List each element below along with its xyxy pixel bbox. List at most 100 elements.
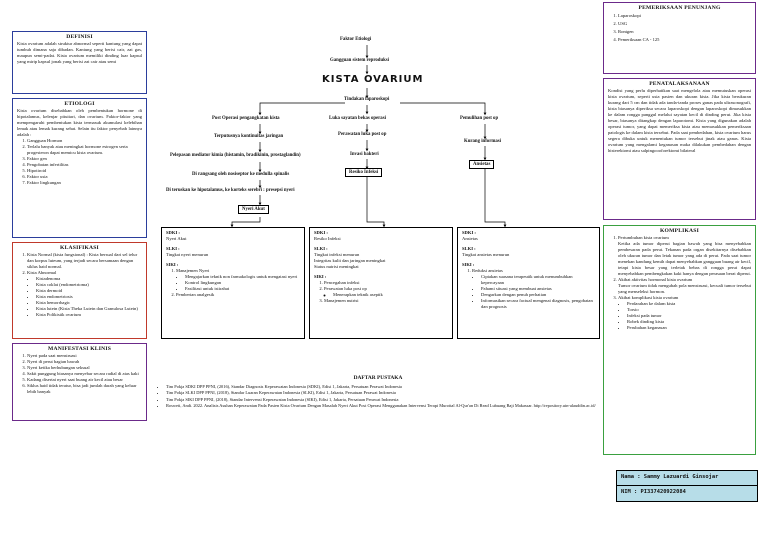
siki-sublist: Ciptakan suasana terapeutik untuk menumb…	[472, 274, 595, 310]
slki-value: Tingkat ansietas menurun	[462, 252, 510, 257]
siki-list: Pencegahan infeksi Perawatan luka post o…	[314, 280, 448, 304]
sdki-label: SDKI :	[462, 230, 476, 235]
siki-list: Manajemen Nyeri Mengajarkan teknik non f…	[166, 268, 300, 298]
list-item: Mengajarkan teknik non farmakologis untu…	[185, 274, 300, 280]
node-post-op: Post Operasi pengangkatan kista	[212, 116, 280, 121]
pustaka-title: DAFTAR PUSTAKA	[353, 375, 403, 381]
list-item: Tim Pokja SLKI DPP PPNI, (2018), Standar…	[166, 390, 598, 396]
sdki-nyeri-box: SDKI : Nyeri Akut SLKI : Tingkat nyeri m…	[161, 227, 305, 339]
list-item: Informasikan secara factual mengenai dia…	[481, 298, 595, 310]
list-item: Kista hemorrhagic	[36, 300, 142, 306]
list-item: Menerapkan teknik aseptik	[333, 292, 448, 298]
list-item: Rosweti, Andi. 2022. Analisis Asuhan Kep…	[166, 403, 598, 409]
list-item: Nyeri ketika berhubungan seksual	[27, 365, 142, 371]
node-pemulihan: Pemulihan post op	[460, 116, 499, 121]
node-nyeri-akut: Nyeri Akut	[238, 205, 269, 214]
student-name: Nama : Sammy Lazuardi Ginsojar	[617, 471, 757, 486]
pemeriksaan-box: PEMERIKSAAN PENUNJANG Laparoskopi USG Ro…	[603, 2, 756, 74]
komplikasi-label: Pertumbuhan kista ovarium	[618, 235, 669, 240]
list-item: Perdarahan ke dalam kista	[627, 301, 751, 307]
list-item: Faktor usia	[27, 174, 142, 180]
list-item: Kista Normal (kista fungsional) : Kista …	[27, 252, 142, 270]
pemeriksaan-list: Laparoskopi USG Rontgen Pemeriksaan CA -…	[608, 12, 751, 44]
komplikasi-text: Tumor ovarium tidak mengubah pola menstr…	[618, 283, 751, 294]
klasifikasi-title: KLASIFIKASI	[60, 245, 99, 251]
slki-label: SLKI :	[166, 246, 180, 251]
list-item: Laparoskopi	[618, 12, 751, 20]
penatalaksanaan-box: PENATALAKSANAAN Kondisi yang perlu diper…	[603, 78, 756, 220]
manifestasi-title: MANIFESTASI KLINIS	[47, 346, 112, 352]
list-item: Rontgen	[618, 28, 751, 36]
list-item: Gangguan Hormon	[27, 138, 142, 144]
list-item: Pertumbuhan kista ovarium Ketika ada tum…	[618, 235, 751, 277]
list-item: Torsio	[627, 307, 751, 313]
slki-value: Tingkat nyeri menurun	[166, 252, 209, 257]
etiologi-title: ETIOLOGI	[64, 101, 95, 107]
list-item: Kista dermoid	[36, 288, 142, 294]
siki-label: SIKI :	[314, 274, 327, 279]
list-item: Kista lutein (Kista Theka Lutein dan Gra…	[36, 306, 142, 312]
list-item: Pemberian analgesik	[176, 292, 300, 298]
etiologi-list: Gangguan Hormon Terlalu banyak atau meni…	[17, 138, 142, 186]
list-item: Kista Abnormal Kistadenoma Kista coklat …	[27, 270, 142, 318]
list-item: Tim Pokja SDKI DPP PPNI, (2016), Standar…	[166, 384, 598, 390]
siki-list: Reduksi ansietas Ciptakan suasana terape…	[462, 268, 595, 310]
list-item: Dengarkan dengan penuh perhatian	[481, 292, 595, 298]
list-item: Terlalu banyak atau meningkat hormone es…	[27, 144, 142, 156]
list-item: Akibat komplikasi kista ovarium Perdarah…	[618, 295, 751, 331]
list-item: Infeksi pada tumor	[627, 313, 751, 319]
list-item: Kista endometriosis	[36, 294, 142, 300]
list-item: Tim Pokja SIKI DPP PPNI, (2018), Standar…	[166, 397, 598, 403]
list-item: Pahami situasi yang membuat ansietas	[481, 286, 595, 292]
definisi-text: Kista ovarium adalah struktur abnormal s…	[17, 41, 142, 64]
sdki-value: Ansietas	[462, 236, 478, 241]
list-item: Manajemen nutrisi	[324, 298, 448, 304]
klasifikasi-list: Kista Normal (kista fungsional) : Kista …	[17, 252, 142, 318]
slki-label: SLKI :	[462, 246, 476, 251]
daftar-pustaka: DAFTAR PUSTAKA Tim Pokja SDKI DPP PPNI, …	[158, 375, 598, 410]
node-tindakan: Tindakan laparoskopi	[344, 97, 390, 102]
list-item: Robek dinding kista	[627, 319, 751, 325]
komplikasi-text: Ketika ada tumor diperut bagian bawah ya…	[618, 241, 751, 276]
list-item: Kontrol lingkungan	[185, 280, 300, 286]
student-nim: NIM : PI337420922084	[621, 489, 686, 495]
manifestasi-list: Nyeri pada saat menstruasi Nyeri di peru…	[17, 353, 142, 395]
node-luka: Luka sayatan bekas operasi	[329, 116, 386, 121]
komplikasi-title: KOMPLIKASI	[660, 228, 699, 234]
list-item: Hipotiroid	[27, 168, 142, 174]
penatalaksanaan-title: PENATALAKSANAAN	[649, 81, 710, 87]
siki-label: SIKI :	[462, 262, 475, 267]
sdki-value: Nyeri Akut	[166, 236, 187, 241]
siki-item-label: Manajemen Nyeri	[176, 268, 210, 273]
list-item: Kistadenoma	[36, 276, 142, 282]
list-item: Fasilitasi untuk istirahat	[185, 286, 300, 292]
node-dirangsang: Di rangsang oleh nosiseptor ke medulla s…	[192, 172, 290, 177]
list-item: USG	[618, 20, 751, 28]
sdki-infeksi-box: SDKI : Resiko Infeksi SLKI : Tingkat inf…	[309, 227, 453, 339]
komplikasi-label: Akibat komplikasi kista ovarium	[618, 295, 679, 300]
list-item: Reduksi ansietas Ciptakan suasana terape…	[472, 268, 595, 310]
siki-item-label: Reduksi ansietas	[472, 268, 503, 273]
slki-extra: Integritas kulit dan jaringan meningkat	[314, 258, 386, 263]
klasifikasi-box: KLASIFIKASI Kista Normal (kista fungsion…	[12, 242, 147, 339]
definisi-title: DEFINISI	[66, 34, 93, 40]
komplikasi-box: KOMPLIKASI Pertumbuhan kista ovarium Ket…	[603, 225, 756, 455]
list-item: Pemeriksaan CA - 125	[618, 36, 751, 44]
list-item: Kista coklat (endometrioma)	[36, 282, 142, 288]
list-item: Sakit punggung biasanya menyebar secara …	[27, 371, 142, 377]
list-item: Perawatan luka post op Menerapkan teknik…	[324, 286, 448, 298]
list-item: Manajemen Nyeri Mengajarkan teknik non f…	[176, 268, 300, 292]
slki-value: Tingkat infeksi menurun	[314, 252, 360, 257]
sdki-value: Resiko Infeksi	[314, 236, 341, 241]
node-gangguan: Gangguan sistem reproduksi	[330, 58, 389, 63]
klasifikasi-label: Kista Abnormal	[27, 270, 57, 275]
node-faktor-etiologi: Faktor Etiologi	[340, 37, 372, 42]
sdki-label: SDKI :	[166, 230, 180, 235]
node-terputusnya: Terputusnya kontinuitas jaringan	[214, 134, 284, 139]
etiologi-box: ETIOLOGI Kista ovarium disebabkan oleh p…	[12, 98, 147, 238]
slki-extra: Status nutrisi meningkat	[314, 264, 359, 269]
etiologi-text: Kista ovarium disebabkan oleh pembentuka…	[17, 108, 142, 137]
node-ansietas: Ansietas	[469, 160, 495, 169]
list-item: Perubahan keganasan	[627, 325, 751, 331]
